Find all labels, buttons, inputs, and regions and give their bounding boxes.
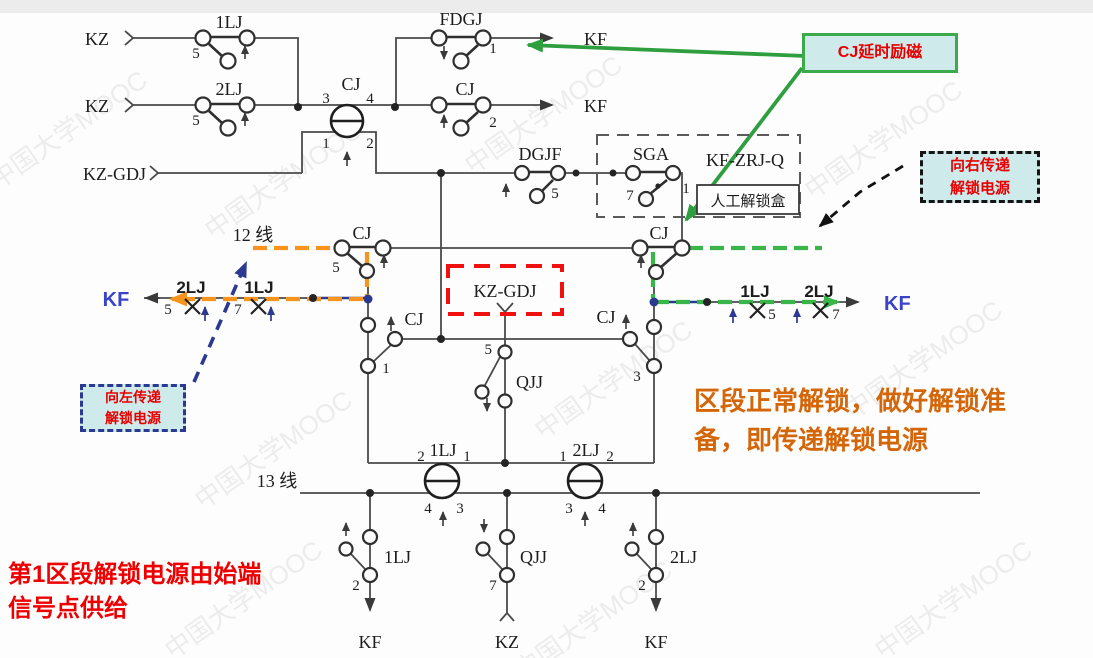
label-1lj-east: 1LJ	[740, 282, 769, 301]
pin-lj1-2: 2	[417, 449, 425, 465]
diagram-labels: KZ KZ KZ-GDJ 1LJ 5 2LJ 5 CJ 3 4 1 2 FDGJ…	[83, 9, 911, 652]
relay-coils	[329, 103, 604, 500]
pass-left-arrow	[192, 261, 248, 383]
note-normal-unlock-line1: 区段正常解锁，做好解锁准	[694, 386, 1007, 416]
pin-cj-vert-left: 1	[382, 361, 390, 377]
label-cj-mid-right: CJ	[649, 223, 668, 243]
pin-cj-top2: 2	[489, 115, 497, 131]
label-kf-south2: KF	[644, 632, 667, 652]
pin-lj2-2: 2	[606, 449, 614, 465]
pin-cj-1: 1	[322, 136, 330, 152]
label-line12: 12 线	[233, 225, 274, 245]
label-qjj-mid: QJJ	[516, 372, 543, 392]
pin-cj-4: 4	[366, 91, 374, 107]
label-manual-unlock-box: 人工解锁盒	[710, 193, 785, 210]
label-2lj-west: 2LJ	[176, 278, 205, 297]
junction-dots	[294, 103, 711, 497]
contact-circles	[194, 29, 691, 584]
page-top-strip	[0, 0, 1093, 13]
note-section1-power: 第1区段解锁电源由始端 信号点供给	[8, 558, 338, 626]
callout-pass-right: 向右传递 解锁电源	[920, 151, 1040, 203]
junction-left-colored	[363, 294, 373, 304]
pin-qjj-mid: 5	[485, 342, 493, 358]
pin-1lj-south: 2	[352, 578, 360, 594]
label-kf-left: KF	[103, 289, 130, 311]
label-2lj-south: 2LJ	[670, 547, 697, 567]
pin-1lj-top: 5	[192, 46, 200, 62]
label-kf-top2: KF	[584, 96, 607, 116]
label-cj-coil: CJ	[341, 74, 360, 94]
kz-gdj-highlight-box	[446, 264, 564, 316]
pin-lj2-4: 4	[598, 501, 606, 517]
pin-fdgj-1: 1	[489, 41, 497, 57]
wires	[124, 30, 980, 622]
label-kz-row2: KZ	[85, 96, 109, 116]
crossed-contact-marks	[184, 298, 829, 319]
pin-qjj-south: 7	[489, 578, 497, 594]
callout-pass-right-line2: 解锁电源	[949, 180, 1010, 197]
manual-unlock-box	[696, 184, 800, 215]
label-cj-mid-left: CJ	[352, 223, 371, 243]
pin-lj1-3: 3	[456, 501, 464, 517]
pin-2lj-south: 2	[638, 578, 646, 594]
callout-pass-left: 向左传递 解锁电源	[80, 384, 186, 432]
junction-right-colored	[649, 297, 659, 307]
pin-cj-vert-right: 3	[633, 369, 641, 385]
label-kf-right: KF	[884, 293, 911, 315]
pin-cj-mid-left: 5	[332, 260, 340, 276]
pin-lj1-4: 4	[424, 501, 432, 517]
callout-pass-left-line2: 解锁电源	[105, 410, 161, 426]
label-kz-row1: KZ	[85, 29, 109, 49]
label-1lj-top: 1LJ	[216, 12, 243, 32]
label-line13: 13 线	[257, 471, 298, 491]
callout-pass-left-line1: 向左传递	[105, 389, 161, 405]
label-qjj-south: QJJ	[520, 547, 547, 567]
pin-2lj-east: 7	[832, 307, 840, 323]
pin-2lj-top: 5	[192, 113, 200, 129]
pin-1lj-west: 7	[234, 302, 242, 318]
pin-sga-1: 1	[682, 181, 690, 197]
pass-right-arrow	[818, 164, 904, 228]
label-kf-top1: KF	[584, 29, 607, 49]
label-kz-gdj-input: KZ-GDJ	[83, 164, 146, 184]
label-cj-vert-left: CJ	[404, 309, 423, 329]
callout-pass-right-line1: 向右传递	[949, 157, 1010, 174]
pin-1lj-east: 5	[768, 307, 776, 323]
pin-lj2-3: 3	[565, 501, 573, 517]
label-dgjf: DGJF	[518, 144, 561, 164]
label-kf-zrj-q: KF-ZRJ-Q	[706, 150, 784, 170]
label-sga: SGA	[633, 144, 669, 164]
blue-row-arrows	[201, 306, 801, 323]
label-1lj-west: 1LJ	[244, 278, 273, 297]
kf-zrj-q-dashed-box	[596, 134, 801, 218]
pin-lj1-1: 1	[463, 449, 471, 465]
label-1lj-south: 1LJ	[384, 547, 411, 567]
label-2lj-east: 2LJ	[804, 282, 833, 301]
cj-delay-arrow-fdgj	[526, 38, 807, 58]
contact-arrows	[241, 45, 645, 536]
pin-dgjf-5: 5	[551, 186, 559, 202]
pin-cj-3: 3	[322, 91, 330, 107]
callout-cj-delay: CJ延时励磁	[802, 33, 958, 73]
label-kz-south: KZ	[495, 632, 519, 652]
pin-sga-7: 7	[626, 188, 634, 204]
note-section1-line1: 第1区段解锁电源由始端	[8, 561, 262, 588]
label-fdgj: FDGJ	[439, 9, 482, 29]
pin-cj-2: 2	[366, 136, 374, 152]
note-section1-line2: 信号点供给	[8, 595, 128, 622]
label-2lj-top: 2LJ	[216, 79, 243, 99]
label-kf-south1: KF	[358, 632, 381, 652]
label-lj2-coil: 2LJ	[573, 440, 600, 460]
note-normal-unlock: 区段正常解锁，做好解锁准 备，即传递解锁电源	[694, 382, 1092, 460]
pin-2lj-west: 5	[164, 302, 172, 318]
label-kz-gdj-box: KZ-GDJ	[474, 281, 537, 301]
note-normal-unlock-line2: 备，即传递解锁电源	[694, 425, 929, 455]
label-lj1-coil: 1LJ	[430, 440, 457, 460]
label-cj-top2: CJ	[455, 79, 474, 99]
pin-lj2-1: 1	[559, 449, 567, 465]
label-cj-vert-right: CJ	[596, 307, 615, 327]
contact-blades	[208, 35, 678, 268]
